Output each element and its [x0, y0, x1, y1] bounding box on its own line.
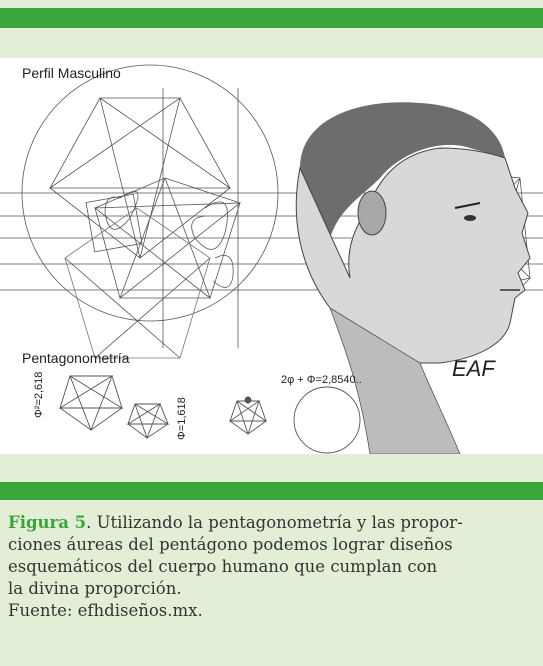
figure-caption: Figura 5. Utilizando la pentagonometría …	[8, 512, 543, 622]
head-sketch	[296, 102, 530, 454]
caption-separator: .	[86, 513, 97, 532]
caption-line-3: esquemáticos del cuerpo humano que cumpl…	[8, 556, 543, 578]
figure-title: Perfil Masculino	[22, 65, 121, 81]
formula-label: 2φ + Φ=2,8540..	[281, 374, 362, 386]
top-green-bar	[0, 8, 543, 28]
caption-source: Fuente: efhdiseños.mx.	[8, 600, 543, 622]
phi-label: Φ=1,618	[176, 397, 188, 440]
caption-line-4: la divina proporción.	[8, 578, 543, 600]
signature: EAF	[452, 356, 496, 381]
caption-text-1: Utilizando la pentagonometría y las prop…	[97, 513, 463, 532]
golden-ratio-illustration: Perfil Masculino Pentagonometría 2φ + Φ=…	[0, 58, 543, 454]
caption-green-bar	[0, 482, 543, 500]
caption-label: Figura 5	[8, 513, 86, 532]
phi-square-label: Φ²=2,618	[33, 372, 45, 418]
caption-line-1: Figura 5. Utilizando la pentagonometría …	[8, 512, 543, 534]
figure-image: Perfil Masculino Pentagonometría 2φ + Φ=…	[0, 58, 543, 454]
caption-line-2: ciones áureas del pentágono podemos logr…	[8, 534, 543, 556]
top-band	[0, 28, 543, 58]
figure-subtitle: Pentagonometría	[22, 350, 130, 366]
middle-band	[0, 454, 543, 482]
